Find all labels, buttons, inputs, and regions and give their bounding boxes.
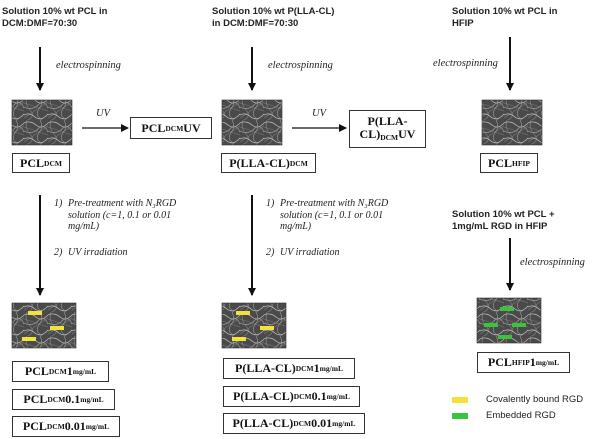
process-label-right: electrospinning	[433, 58, 498, 70]
header-left: Solution 10% wt PCL in DCM:DMF=70:30	[2, 6, 122, 29]
header-right: Solution 10% wt PCL in HFIP	[452, 6, 572, 29]
process-label-left: electrospinning	[56, 60, 121, 72]
product-pllacl-dcm-uv: P(LLA- CL)DCMUV	[349, 110, 426, 148]
process-label-middle: electrospinning	[268, 60, 333, 72]
step-number-1-left: 1)	[54, 198, 68, 210]
fiber-mat-pllacl-rgd-covalent	[222, 303, 286, 348]
legend-swatch-covalent	[452, 397, 468, 403]
step-2-middle: UV irradiation	[280, 247, 390, 259]
header-right-2: Solution 10% wt PCL + 1mg/mL RGD in HFIP	[452, 209, 587, 232]
step-1-left: Pre-treatment with N₃RGD solution (c=1, …	[68, 198, 178, 233]
legend-swatch-embedded	[452, 413, 468, 419]
fiber-mat-pcl-hfip	[482, 100, 542, 145]
step-number-1-middle: 1)	[266, 198, 280, 210]
step-number-2-middle: 2)	[266, 247, 280, 259]
fiber-mat-pcl-dcm	[12, 100, 72, 145]
legend-label-embedded: Embedded RGD	[486, 410, 556, 421]
step-number-2-left: 2)	[54, 247, 68, 259]
header-middle: Solution 10% wt P(LLA-CL) in DCM:DMF=70:…	[212, 6, 342, 29]
step-2-left: UV irradiation	[68, 247, 178, 259]
fiber-mat-pcl-rgd-covalent	[12, 303, 76, 348]
label-pllacl-dcm: P(LLA-CL)DCM	[221, 153, 316, 173]
legend-label-covalent: Covalently bound RGD	[486, 394, 583, 405]
process-label-right-2: electrospinning	[520, 257, 585, 269]
uv-label-middle: UV	[312, 108, 326, 120]
step-1-middle: Pre-treatment with N₃RGD solution (c=1, …	[280, 198, 390, 233]
fiber-mat-pllacl-dcm	[222, 100, 282, 145]
uv-label-left: UV	[96, 108, 110, 120]
